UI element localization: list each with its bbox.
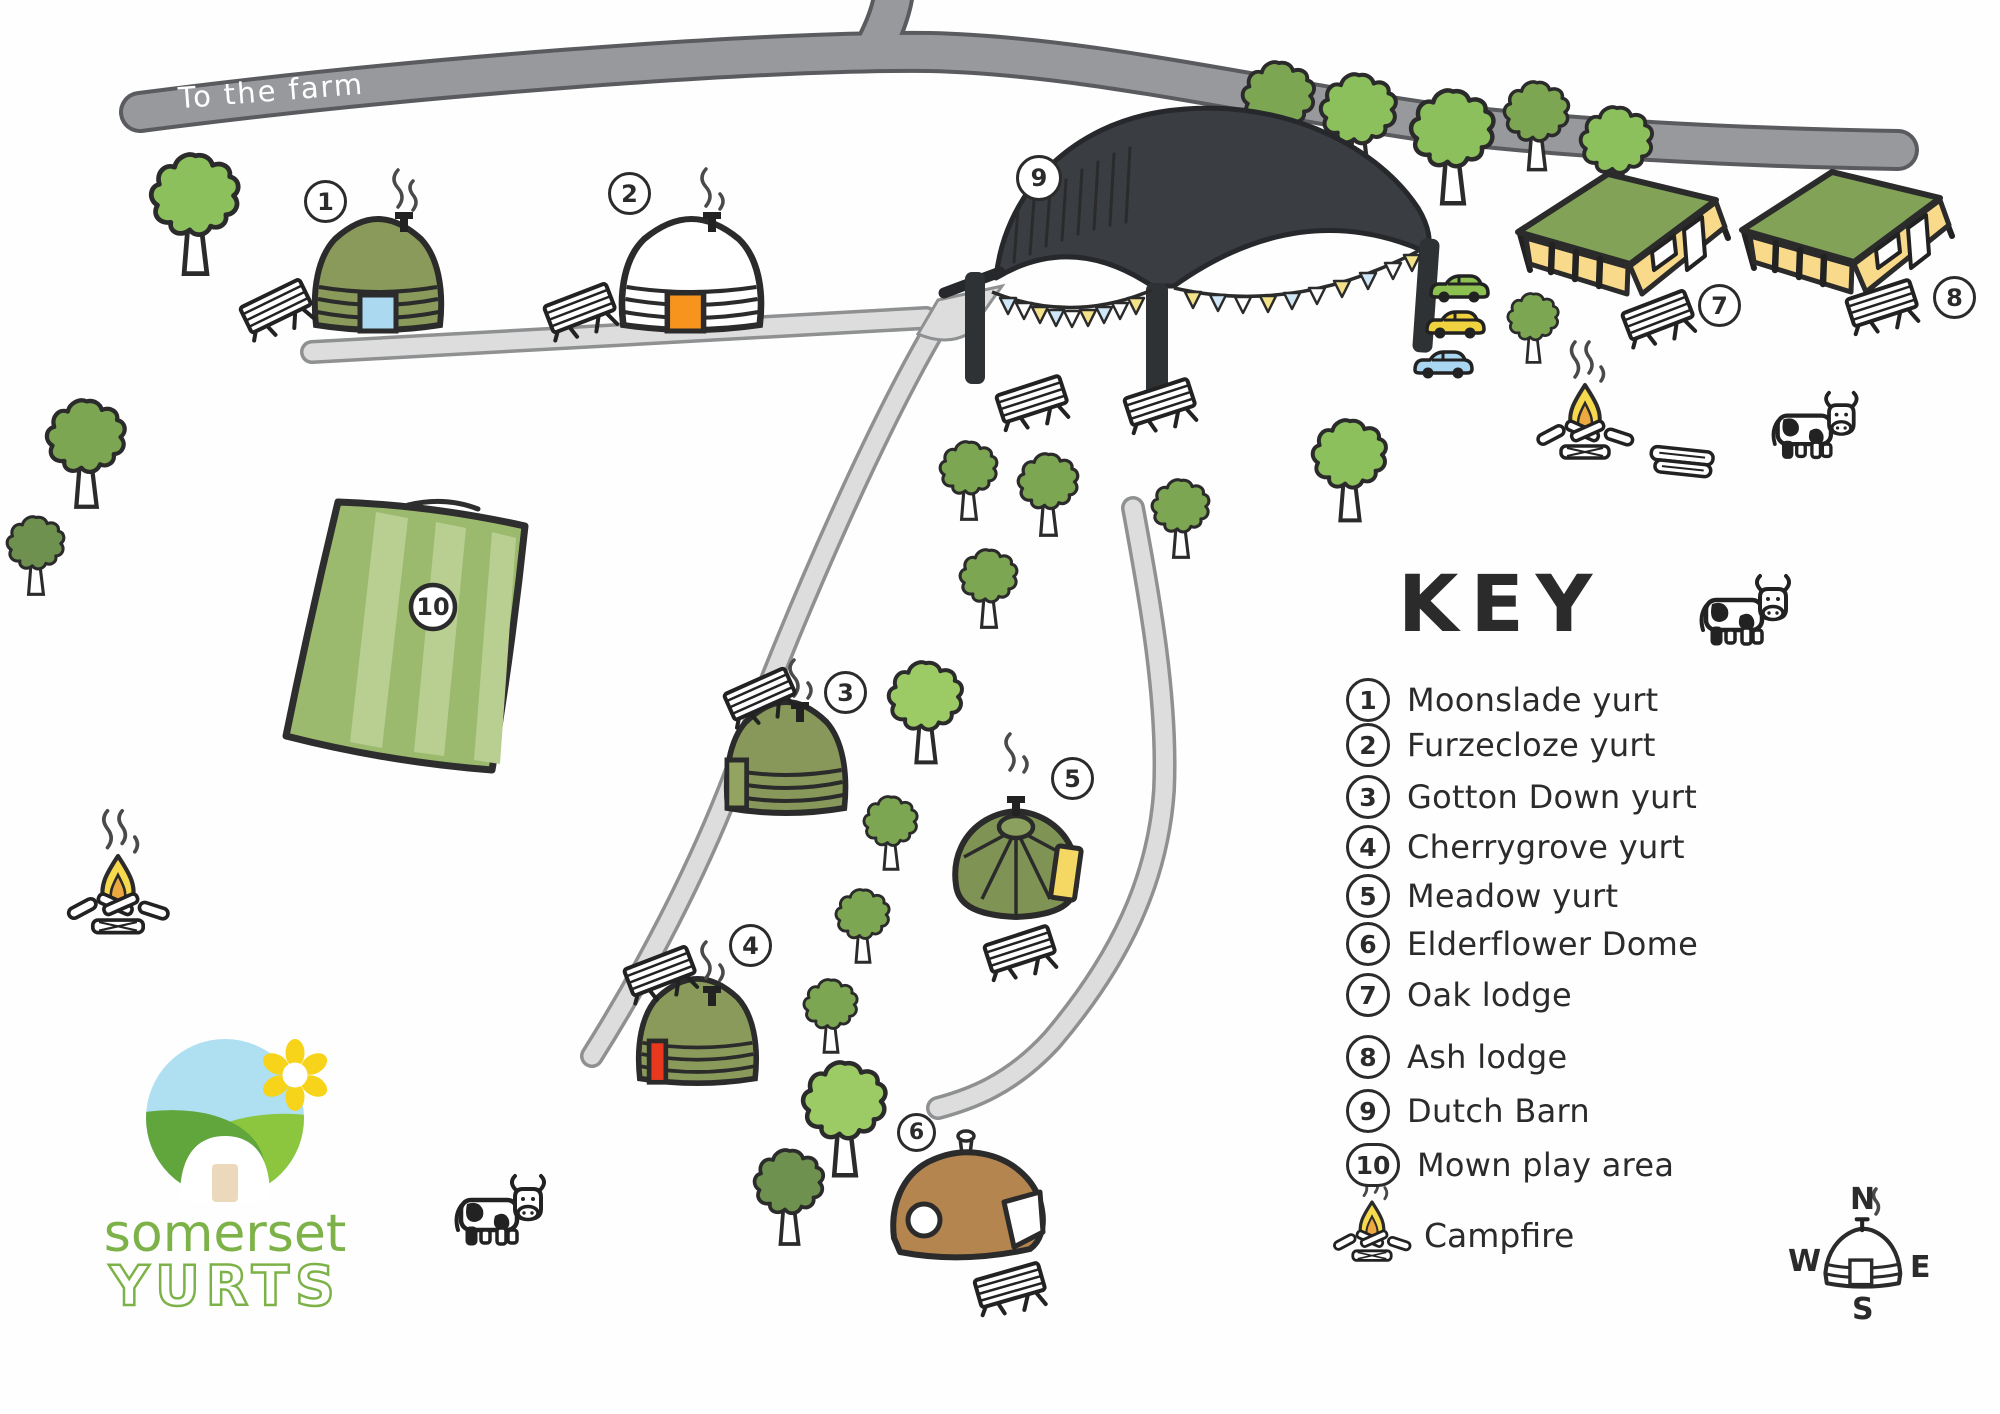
cow-icon [457, 1176, 545, 1244]
picnic-table-icon [992, 372, 1073, 435]
yurt-furzecloze [622, 219, 761, 334]
tree-icon [5, 515, 66, 596]
smoke-icon [700, 940, 725, 982]
ash-lodge [1742, 172, 1952, 292]
tree-icon [834, 888, 891, 964]
smoke-icon [1004, 732, 1029, 774]
compass-south: S [1852, 1292, 1874, 1327]
legend-num: 9 [1346, 1089, 1390, 1133]
legend-num: 8 [1346, 1035, 1390, 1079]
map-marker-9: 9 [1016, 155, 1062, 201]
picnic-table-icon [970, 1259, 1051, 1320]
picnic-table-icon [980, 922, 1061, 985]
map-marker-1: 1 [304, 180, 347, 223]
legend-num: 6 [1346, 922, 1390, 966]
tree-icon [803, 1062, 885, 1175]
tree-icon [1506, 292, 1560, 364]
yurt-cherrygrove [639, 979, 757, 1083]
tree-icon [862, 795, 919, 871]
map-marker-10: 10 [416, 593, 450, 621]
farm-road [119, 0, 1919, 171]
compass-east: E [1910, 1250, 1931, 1285]
bunting-flags [998, 253, 1422, 329]
tree-icon [802, 978, 859, 1054]
map-marker-7: 7 [1698, 284, 1741, 327]
smoke-icon [788, 658, 813, 700]
cow-icon [1702, 576, 1790, 644]
yurt-moonslade [315, 219, 441, 334]
tree-icon [1313, 420, 1386, 520]
campfire-icon [67, 811, 169, 933]
compass-icon [1823, 1217, 1903, 1289]
legend-num: 10 [1346, 1143, 1400, 1187]
logo-emblem [146, 1039, 328, 1204]
car-icon [1429, 274, 1490, 305]
smoke-icon [392, 168, 418, 212]
compass-west: W [1788, 1244, 1822, 1279]
tree-icon [889, 662, 962, 762]
logo-flower-icon [262, 1039, 328, 1111]
yurt-meadow [952, 808, 1084, 920]
legend-num: 4 [1346, 825, 1390, 869]
map-marker-2: 2 [608, 172, 651, 215]
legend-campfire-label: Campfire [1424, 1216, 1575, 1255]
map-marker-6: 6 [897, 1113, 936, 1152]
compass-north: N [1850, 1182, 1876, 1217]
tree-icon [1150, 478, 1211, 559]
tree-icon [151, 155, 238, 274]
tree-icon [752, 1148, 826, 1246]
oak-lodge [1518, 174, 1728, 294]
elderflower-dome [890, 1129, 1046, 1261]
tree-icon [1016, 452, 1080, 537]
map-marker-4: 4 [729, 924, 772, 967]
logo-wordmark-yurts: YURTS [108, 1253, 341, 1320]
picnic-table-icon [1842, 276, 1923, 339]
map-marker-5: 5 [1051, 757, 1094, 800]
tree-icon [47, 400, 125, 506]
tree-icon [1411, 90, 1493, 203]
tree-icon [958, 548, 1019, 629]
legend-num: 5 [1346, 874, 1390, 918]
yurt-gotton-down [727, 702, 846, 813]
legend-num: 1 [1346, 678, 1390, 722]
smoke-icon [700, 167, 725, 211]
legend-num: 3 [1346, 775, 1390, 819]
legend-num: 7 [1346, 973, 1390, 1017]
log-pile-icon [1649, 444, 1715, 479]
key-title: KEY [1398, 560, 1605, 650]
map-marker-8: 8 [1933, 276, 1976, 319]
picnic-table-icon [1618, 287, 1700, 353]
car-icon [1425, 310, 1486, 341]
legend-num: 2 [1346, 723, 1390, 767]
dutch-barn [938, 105, 1440, 395]
campfire-icon [1534, 340, 1636, 460]
tree-icon [938, 440, 999, 521]
picnic-table-icon [1120, 375, 1201, 438]
map-marker-3: 3 [824, 671, 867, 714]
picnic-table-icon [235, 276, 320, 346]
car-icon [1413, 350, 1474, 381]
smoke-icon [1871, 1187, 1881, 1216]
cow-icon [1773, 393, 1856, 458]
mown-play-area [282, 498, 529, 774]
logo-wordmark-somerset: somerset [103, 1204, 347, 1264]
tree-icon [1502, 80, 1571, 172]
